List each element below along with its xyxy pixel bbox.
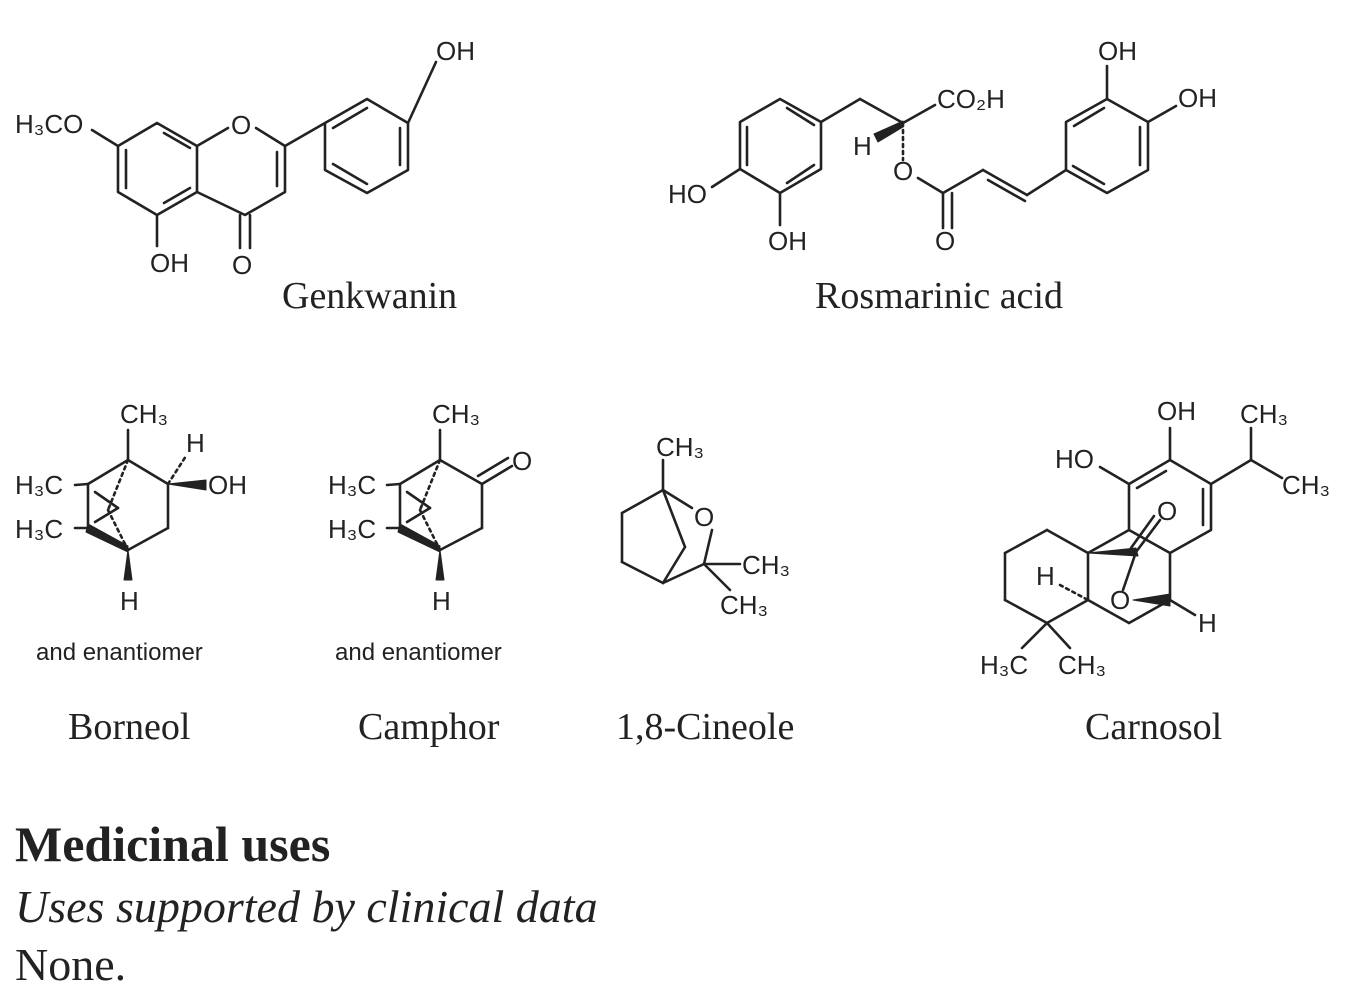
cineole-ch3-a-label: CH₃ <box>742 550 790 580</box>
cineole-structure: CH₃ O CH₃ CH₃ 1,8-Cineole <box>616 432 794 748</box>
carnosol-h-right-label: H <box>1198 608 1217 638</box>
camphor-h3c-b-label: H₃C <box>328 514 376 544</box>
carnosol-h3c-label: H₃C <box>980 650 1028 680</box>
genkwanin-carbonyl-o-label: O <box>232 250 252 280</box>
genkwanin-och3-label: H₃CO <box>15 109 83 139</box>
genkwanin-oh-top-label: OH <box>436 36 475 66</box>
camphor-o-label: O <box>512 446 532 476</box>
genkwanin-ring-o-label: O <box>231 110 251 140</box>
rosmarinic-h-label: H <box>853 131 872 161</box>
rosmarinic-oh-bottom-label: OH <box>768 226 807 256</box>
cineole-ch3-b-label: CH₃ <box>720 590 768 620</box>
camphor-h3c-a-label: H₃C <box>328 470 376 500</box>
rosmarinic-ho-left-label: HO <box>668 179 707 209</box>
cineole-ch3-top-label: CH₃ <box>656 432 704 462</box>
rosmarinic-co2h-label: CO₂H <box>937 84 1005 114</box>
borneol-h3c-a-label: H₃C <box>15 470 63 500</box>
genkwanin-oh-bottom-label: OH <box>150 248 189 278</box>
genkwanin-structure: OH H₃CO O OH O Genkwanin <box>15 36 475 317</box>
carnosol-structure: OH CH₃ HO CH₃ O H O H H₃C CH₃ Carnosol <box>980 396 1330 748</box>
camphor-ch3-label: CH₃ <box>432 399 480 429</box>
borneol-oh-label: OH <box>208 470 247 500</box>
section-heading: Medicinal uses <box>15 816 331 872</box>
rosmarinic-oh-right-label: OH <box>1178 83 1217 113</box>
section-subheading: Uses supported by clinical data <box>15 881 598 932</box>
camphor-name: Camphor <box>358 706 500 748</box>
carnosol-carbonyl-o-label: O <box>1157 496 1177 526</box>
carnosol-ch3-bottom-label: CH₃ <box>1058 650 1106 680</box>
cineole-name: 1,8-Cineole <box>616 706 794 748</box>
carnosol-oh-label: OH <box>1157 396 1196 426</box>
rosmarinic-acid-structure: OH OH CO₂H H O O HO OH Rosmarinic acid <box>668 36 1217 317</box>
carnosol-ch3-right-label: CH₃ <box>1282 470 1330 500</box>
cineole-o-label: O <box>694 502 714 532</box>
borneol-h3c-b-label: H₃C <box>15 514 63 544</box>
carnosol-h-left-label: H <box>1036 561 1055 591</box>
carnosol-name: Carnosol <box>1085 706 1222 748</box>
carnosol-ho-label: HO <box>1055 444 1094 474</box>
borneol-enantiomer-note: and enantiomer <box>36 639 203 666</box>
borneol-h-top-label: H <box>186 428 205 458</box>
borneol-name: Borneol <box>68 706 190 748</box>
borneol-structure: CH₃ H OH H₃C H₃C H and enantiomer Borneo… <box>15 399 247 748</box>
section-body: None. <box>15 939 127 990</box>
rosmarinic-acid-name: Rosmarinic acid <box>815 275 1063 317</box>
carnosol-ch3-top-label: CH₃ <box>1240 399 1288 429</box>
camphor-enantiomer-note: and enantiomer <box>335 639 502 666</box>
chemical-structures-figure: OH H₃CO O OH O Genkwanin O <box>15 36 1330 748</box>
borneol-ch3-label: CH₃ <box>120 399 168 429</box>
camphor-structure: CH₃ O H₃C H₃C H and enantiomer Camphor <box>328 399 532 748</box>
camphor-h-bottom-label: H <box>432 586 451 616</box>
rosmarinic-carbonyl-o-label: O <box>935 226 955 256</box>
carnosol-lactone-o-label: O <box>1110 585 1130 615</box>
rosmarinic-oh-top-label: OH <box>1098 36 1137 66</box>
borneol-h-bottom-label: H <box>120 586 139 616</box>
genkwanin-name: Genkwanin <box>282 275 457 317</box>
rosmarinic-ester-o-label: O <box>893 156 913 186</box>
